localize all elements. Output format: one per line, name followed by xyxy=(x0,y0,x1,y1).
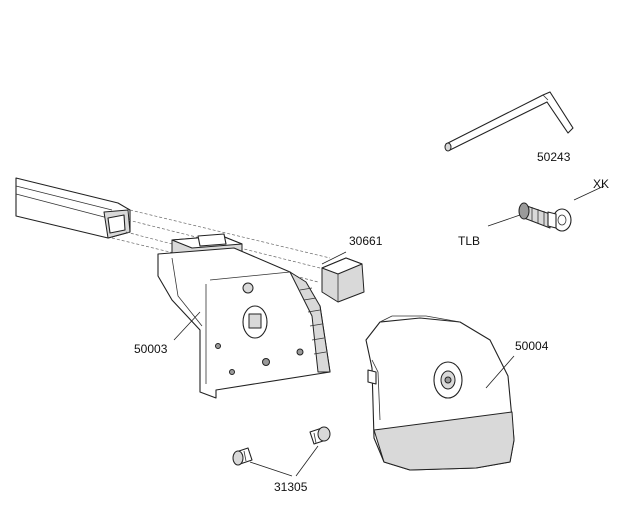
screw-lower xyxy=(232,447,253,466)
load-bar xyxy=(15,177,131,239)
foot-cover xyxy=(365,315,515,471)
allen-key xyxy=(444,91,574,152)
screw-upper xyxy=(309,426,331,445)
label-50004: 50004 xyxy=(515,339,549,353)
end-cap xyxy=(321,257,365,303)
label-xk: XK xyxy=(593,177,609,191)
label-tlb: TLB xyxy=(458,234,480,248)
label-50003: 50003 xyxy=(134,342,168,356)
foot-bracket xyxy=(157,233,331,399)
label-31305: 31305 xyxy=(274,480,308,494)
leader-lines xyxy=(173,185,605,477)
lock-cylinder xyxy=(518,202,572,232)
label-30661: 30661 xyxy=(349,234,383,248)
label-50243: 50243 xyxy=(537,150,571,164)
